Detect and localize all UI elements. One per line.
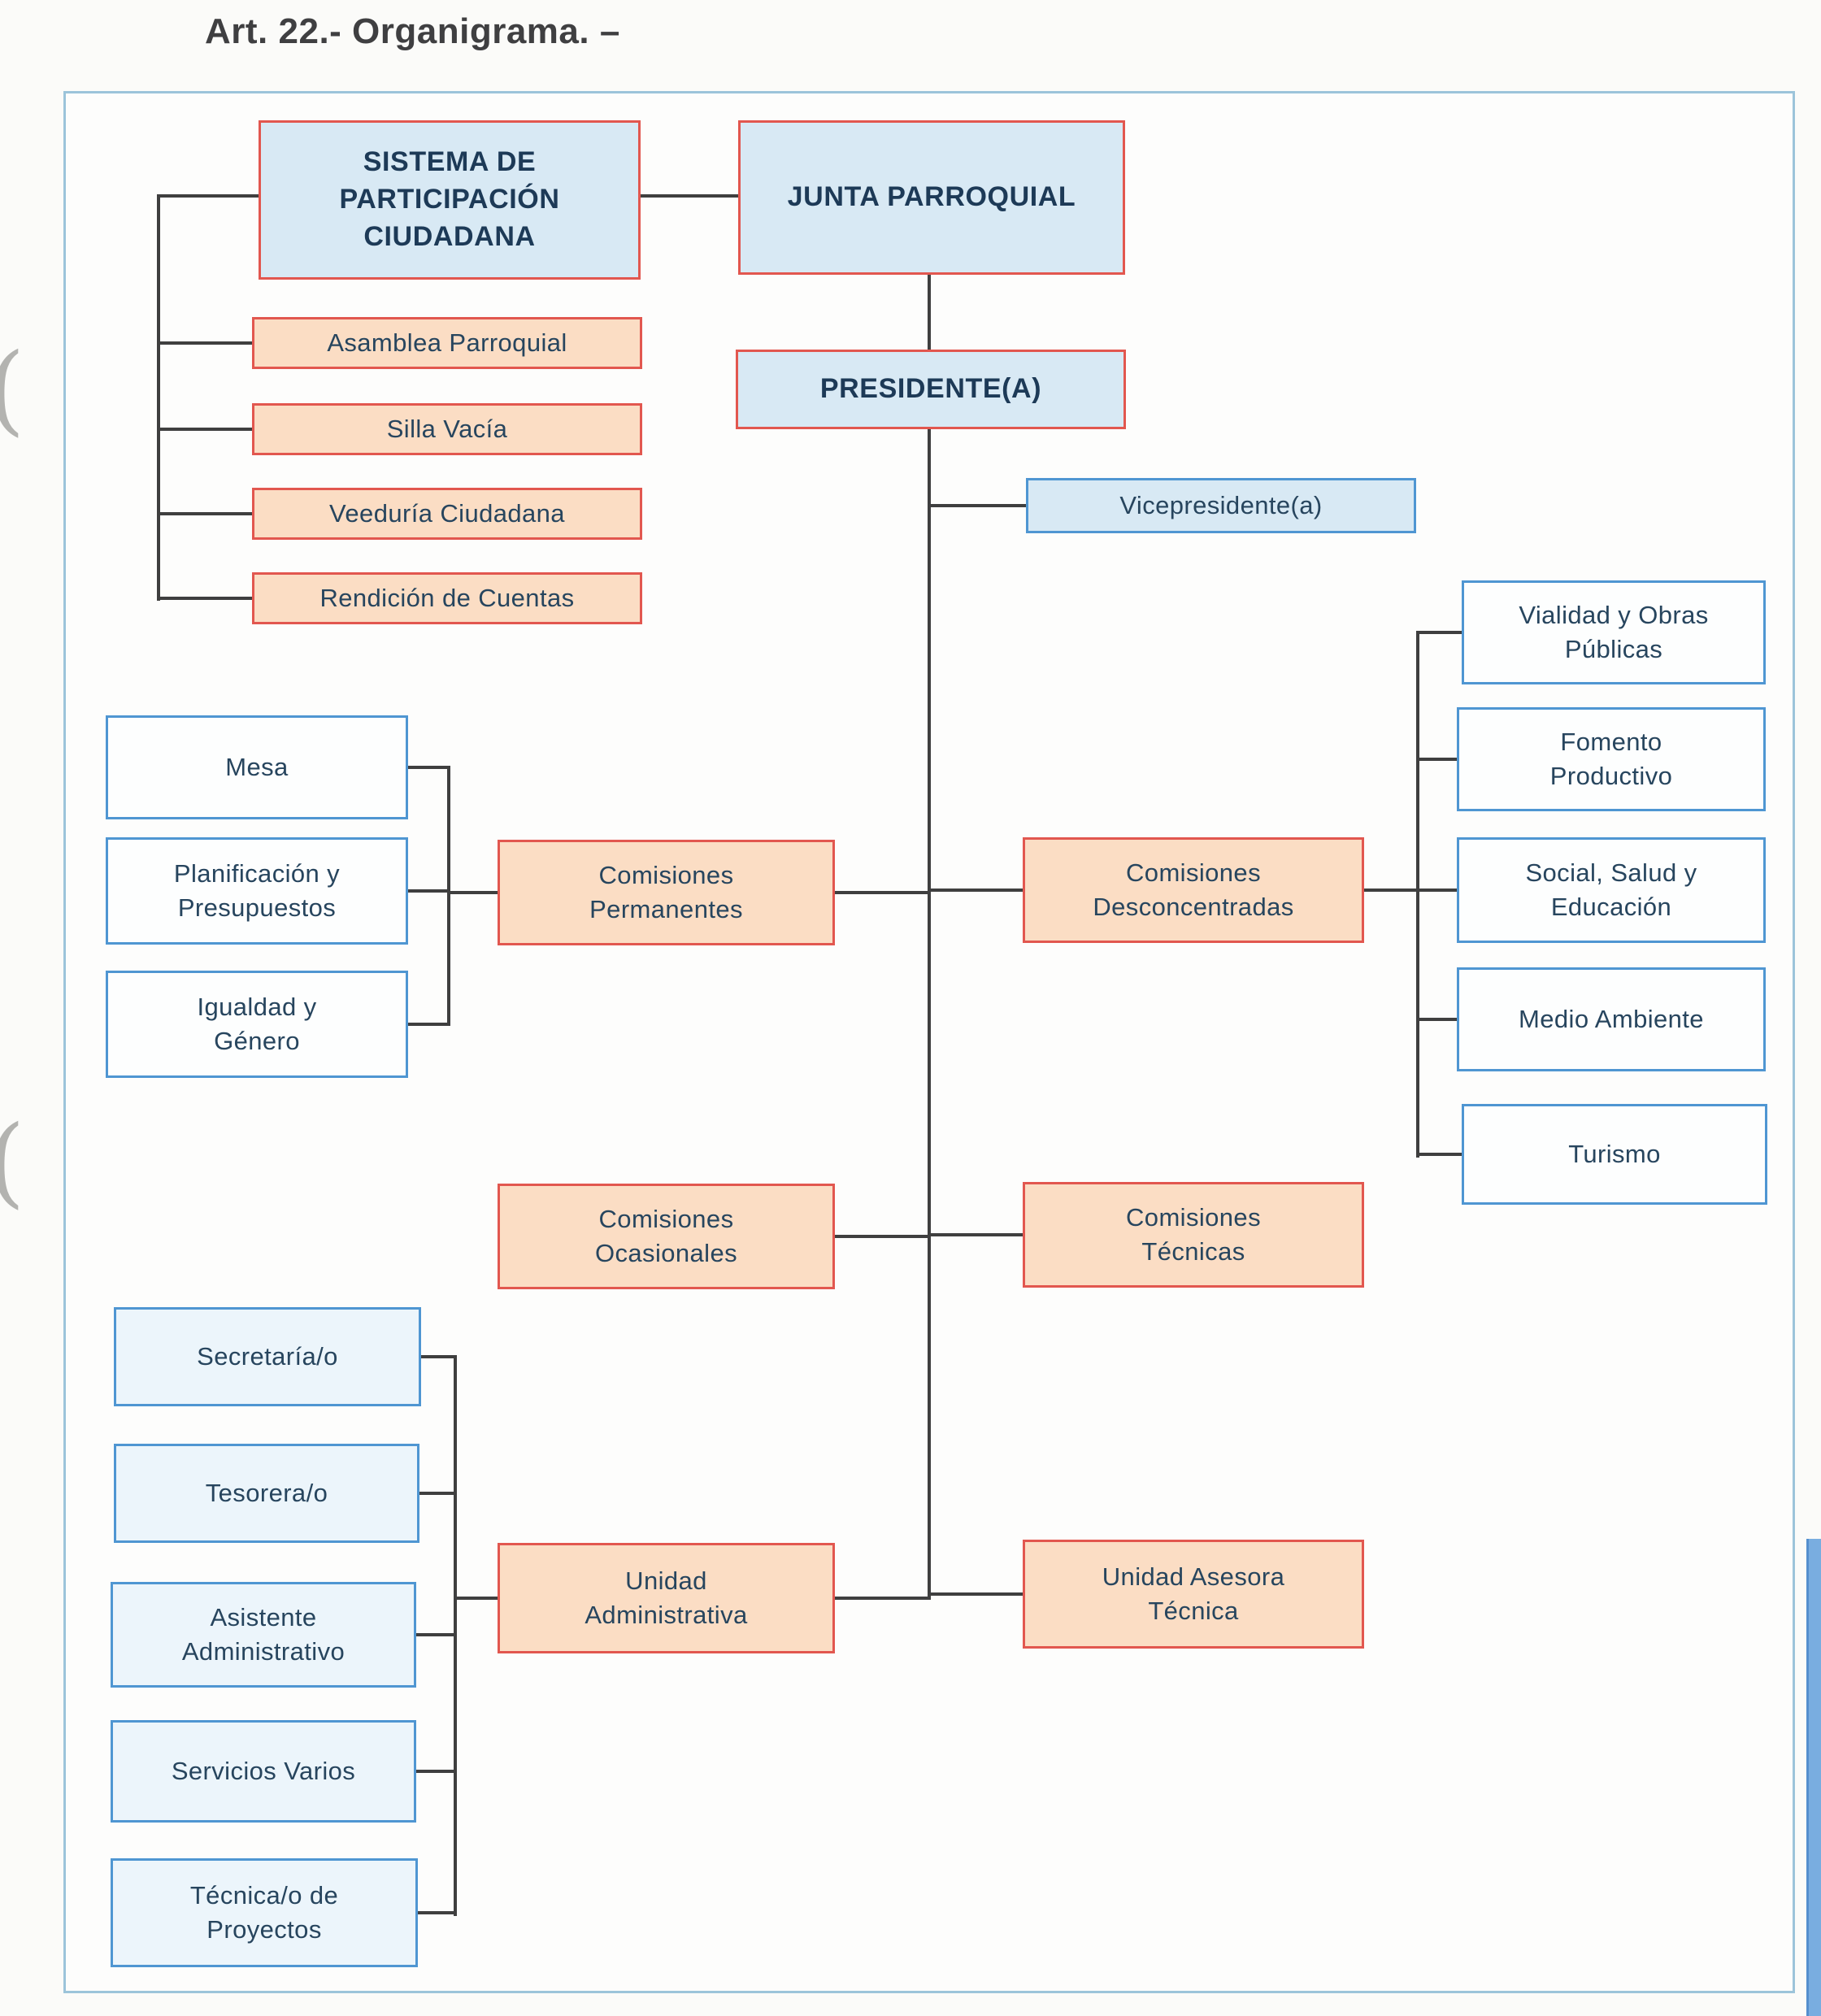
connector-asistente-bracket <box>416 1633 454 1636</box>
node-comisiones-permanentes: Comisiones Permanentes <box>498 840 835 945</box>
node-label: SISTEMA DE PARTICIPACIÓN CIUDADANA <box>339 146 560 252</box>
node-label: Tesorera/o <box>205 1479 328 1508</box>
node-igualdad-genero: Igualdad y Género <box>106 971 408 1078</box>
node-label: Servicios Varios <box>171 1757 356 1786</box>
node-label: JUNTA PARROQUIAL <box>787 181 1076 213</box>
node-turismo: Turismo <box>1462 1104 1767 1205</box>
connector-trunk-desconcentradas <box>929 889 1023 892</box>
connector-bracket-vialidad <box>1419 631 1462 634</box>
node-label: Igualdad y Género <box>197 993 317 1055</box>
node-label: Vicepresidente(a) <box>1119 491 1323 520</box>
connector-igualdad-bracket <box>408 1023 447 1026</box>
connector-unidadadmin-trunk <box>835 1597 929 1600</box>
node-asamblea-parroquial: Asamblea Parroquial <box>252 317 642 369</box>
connector-trunk-unidadasesora <box>929 1592 1023 1596</box>
node-label: Social, Salud y Educación <box>1525 858 1697 921</box>
node-planificacion-presupuestos: Planificación y Presupuestos <box>106 837 408 945</box>
connector-left-bracket <box>447 766 450 1026</box>
connector-secretaria-bracket <box>419 1355 454 1358</box>
node-veeduria-ciudadana: Veeduría Ciudadana <box>252 488 642 540</box>
scan-edge-strip <box>1806 1539 1821 2016</box>
punch-mark: ( <box>0 333 25 446</box>
connector-right-bracket <box>1416 631 1419 1158</box>
node-label: PRESIDENTE(A) <box>819 373 1042 405</box>
connector-trunk <box>928 428 931 1600</box>
node-junta-parroquial: JUNTA PARROQUIAL <box>738 120 1125 275</box>
node-label: Unidad Asesora Técnica <box>1102 1562 1285 1625</box>
connector-trunk-tecnicas <box>929 1233 1023 1236</box>
connector-bottom-bracket <box>454 1355 457 1916</box>
node-comisiones-ocasionales: Comisiones Ocasionales <box>498 1184 835 1289</box>
connector-tecnica-bracket <box>418 1911 454 1914</box>
node-label: Comisiones Desconcentradas <box>1093 858 1294 921</box>
node-label: Planificación y Presupuestos <box>173 859 341 922</box>
connector-bracket-medio <box>1419 1018 1457 1021</box>
node-asistente-administrativo: Asistente Administrativo <box>111 1582 416 1688</box>
node-tecnica-de-proyectos: Técnica/o de Proyectos <box>111 1858 418 1967</box>
connector-bracket-silla <box>157 428 252 431</box>
connector-bracket-unidadadmin <box>457 1597 498 1600</box>
node-label: Silla Vacía <box>386 415 508 444</box>
node-label: Fomento Productivo <box>1549 728 1673 790</box>
node-tesorera: Tesorera/o <box>114 1444 419 1543</box>
node-label: Mesa <box>225 753 289 782</box>
node-rendicion-de-cuentas: Rendición de Cuentas <box>252 572 642 624</box>
connector-desconcentradas-bracket <box>1364 889 1416 892</box>
node-unidad-asesora-tecnica: Unidad Asesora Técnica <box>1023 1540 1364 1649</box>
node-label: Vialidad y Obras Públicas <box>1519 601 1709 663</box>
node-secretaria: Secretaría/o <box>114 1307 421 1406</box>
node-mesa: Mesa <box>106 715 408 819</box>
connector-bracket-permanentes <box>450 891 498 894</box>
node-sistema-participacion-ciudadana: SISTEMA DE PARTICIPACIÓN CIUDADANA <box>259 120 641 280</box>
connector-sistema-bracket <box>157 194 160 601</box>
node-label: Comisiones Permanentes <box>589 861 743 923</box>
connector-bracket-social <box>1419 889 1457 892</box>
connector-junta-presidente <box>928 275 931 351</box>
punch-mark: ( <box>0 1106 25 1219</box>
node-label: Técnica/o de Proyectos <box>189 1881 339 1944</box>
article-title: Art. 22.- Organigrama. – <box>205 11 620 51</box>
node-comisiones-desconcentradas: Comisiones Desconcentradas <box>1023 837 1364 943</box>
connector-bracket-sistema <box>157 194 259 198</box>
connector-ocasionales-trunk <box>835 1235 929 1238</box>
node-label: Comisiones Técnicas <box>1126 1203 1261 1266</box>
connector-bracket-veeduria <box>157 512 252 515</box>
node-vialidad-obras-publicas: Vialidad y Obras Públicas <box>1462 580 1766 684</box>
node-label: Comisiones Ocasionales <box>595 1205 737 1267</box>
connector-permanentes-trunk <box>835 891 929 894</box>
connector-bracket-fomento <box>1419 758 1457 761</box>
node-comisiones-tecnicas: Comisiones Técnicas <box>1023 1182 1364 1288</box>
connector-trunk-vicepresidente <box>929 504 1026 507</box>
node-presidente: PRESIDENTE(A) <box>736 350 1126 429</box>
node-social-salud-educacion: Social, Salud y Educación <box>1457 837 1766 943</box>
node-label: Medio Ambiente <box>1519 1005 1704 1034</box>
connector-bracket-rendicion <box>157 597 252 600</box>
node-label: Rendición de Cuentas <box>319 584 575 613</box>
node-label: Unidad Administrativa <box>585 1566 748 1629</box>
node-medio-ambiente: Medio Ambiente <box>1457 967 1766 1071</box>
node-label: Asistente Administrativo <box>181 1603 346 1666</box>
connector-tesorera-bracket <box>419 1492 454 1495</box>
node-silla-vacia: Silla Vacía <box>252 403 642 455</box>
node-fomento-productivo: Fomento Productivo <box>1457 707 1766 811</box>
node-label: Secretaría/o <box>197 1342 338 1371</box>
node-label: Asamblea Parroquial <box>327 328 567 358</box>
node-unidad-administrativa: Unidad Administrativa <box>498 1543 835 1653</box>
node-label: Turismo <box>1568 1140 1661 1169</box>
connector-servicios-bracket <box>416 1770 454 1773</box>
connector-sistema-junta <box>641 194 738 198</box>
connector-planificacion-bracket <box>408 889 447 893</box>
node-servicios-varios: Servicios Varios <box>111 1720 416 1823</box>
connector-bracket-asamblea <box>157 341 252 345</box>
connector-bracket-turismo <box>1419 1153 1462 1156</box>
node-vicepresidente: Vicepresidente(a) <box>1026 478 1416 533</box>
connector-mesa-bracket <box>408 766 447 769</box>
node-label: Veeduría Ciudadana <box>329 499 565 528</box>
